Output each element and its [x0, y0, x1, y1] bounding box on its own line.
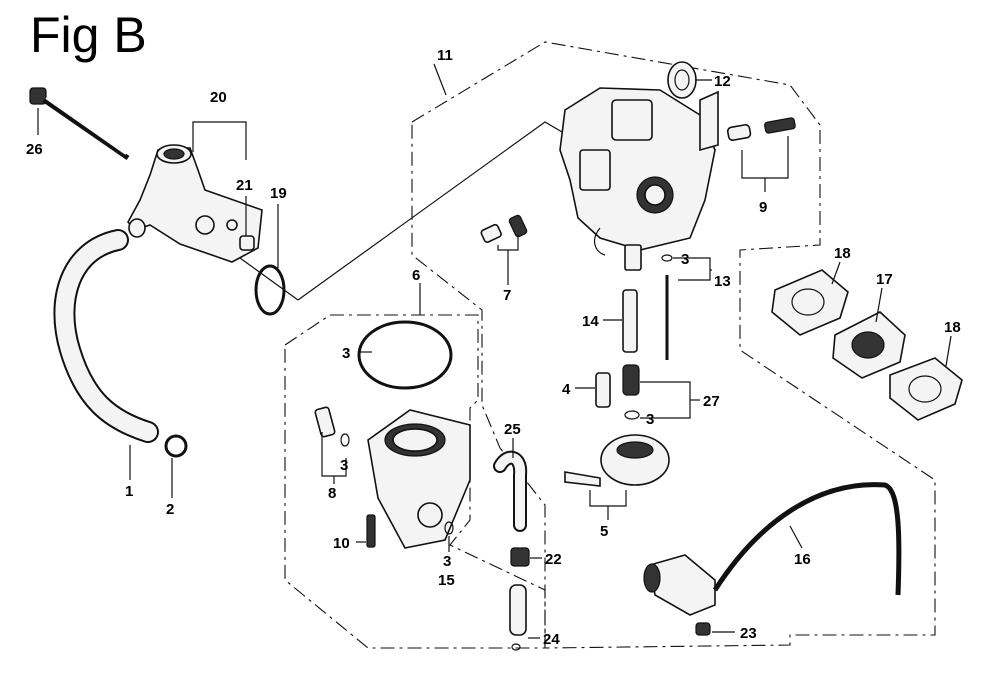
cap-part [667, 61, 697, 99]
main-jet-part [595, 372, 611, 408]
pilot-screw-set-part [726, 117, 796, 141]
callout-26: 26 [26, 141, 43, 158]
callout-7: 7 [503, 287, 511, 304]
spring-seat-part [622, 364, 640, 396]
o-ring-part [254, 264, 286, 316]
callout-3-top: 3 [681, 251, 689, 268]
carburetor-body-part [559, 87, 719, 271]
dowel-pin-part [239, 235, 255, 251]
callout-21: 21 [236, 177, 253, 194]
tube-clip-part [510, 547, 530, 567]
callout-25: 25 [504, 421, 521, 438]
throttle-stop-screw-part [480, 214, 528, 243]
callout-6: 6 [412, 267, 420, 284]
callout-22: 22 [545, 551, 562, 568]
gasket-upper-part [771, 269, 849, 336]
callout-12: 12 [714, 73, 731, 90]
callout-2: 2 [166, 501, 174, 518]
solenoid-screw-part [695, 622, 711, 636]
chamber-bolt-part [366, 514, 376, 548]
callout-8: 8 [328, 485, 336, 502]
leader-lines [37, 63, 952, 639]
callout-3-drain: 3 [340, 457, 348, 474]
hose-clip-part [164, 434, 188, 458]
long-bolt-part [29, 87, 130, 161]
callout-9: 9 [759, 199, 767, 216]
callout-10: 10 [333, 535, 350, 552]
vent-tube-part [509, 584, 527, 636]
callout-18-lower: 18 [944, 319, 961, 336]
callout-16: 16 [794, 551, 811, 568]
callout-5: 5 [600, 523, 608, 540]
callout-15: 15 [438, 572, 455, 589]
callout-3-bottom: 3 [443, 553, 451, 570]
gasket-lower-part [889, 357, 963, 421]
callout-11: 11 [437, 47, 453, 64]
callout-1: 1 [125, 483, 133, 500]
carburetor-assembly-frame [411, 41, 936, 649]
float-chamber-frame [284, 314, 546, 649]
callout-23: 23 [740, 625, 757, 642]
water-joint-housing-part [127, 144, 263, 263]
callout-20: 20 [210, 89, 227, 106]
fuel-cut-solenoid-part [643, 482, 902, 616]
needle-jet-holder-part [622, 289, 638, 353]
float-part [564, 434, 670, 487]
float-chamber-part [357, 320, 471, 549]
callout-4: 4 [562, 381, 571, 398]
callout-19: 19 [270, 185, 287, 202]
callout-17: 17 [876, 271, 893, 288]
drain-screw-part [314, 406, 350, 447]
callout-14: 14 [582, 313, 599, 330]
callout-27: 27 [703, 393, 720, 410]
gasket-link-line [239, 257, 299, 301]
callout-3-chamber: 3 [342, 345, 350, 362]
figure-title: Fig B [30, 7, 147, 63]
callout-18-upper: 18 [834, 245, 851, 262]
callout-3-mid: 3 [646, 411, 654, 428]
chamber-o-ring-part [444, 521, 454, 535]
callout-13: 13 [714, 273, 731, 290]
washer-part [661, 254, 673, 262]
callout-24: 24 [543, 631, 560, 648]
